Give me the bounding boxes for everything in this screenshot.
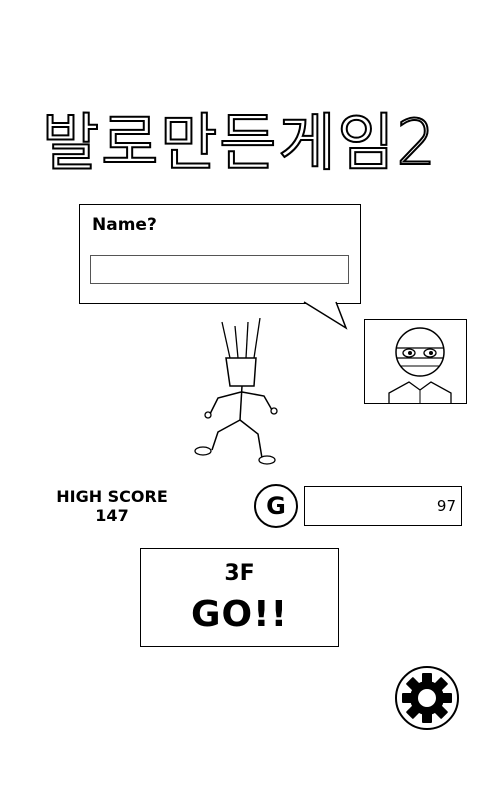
gold-amount: 97	[304, 486, 462, 526]
gear-icon	[395, 666, 459, 730]
go-floor-label: 3F	[224, 561, 255, 586]
gold-coin-icon: G	[254, 484, 298, 528]
name-speech-bubble: Name?	[79, 204, 361, 304]
name-input[interactable]	[90, 255, 349, 284]
go-label: GO!!	[191, 594, 288, 635]
name-prompt-label: Name?	[92, 215, 157, 235]
opponent-portrait	[364, 319, 467, 404]
high-score: HIGH SCORE 147	[42, 487, 182, 525]
ninja-face-icon	[388, 327, 452, 403]
high-score-label: HIGH SCORE	[56, 487, 168, 506]
go-button[interactable]: 3F GO!!	[140, 548, 339, 647]
speech-bubble-tail	[303, 300, 348, 330]
game-title: 발로만든게임2	[41, 105, 438, 180]
settings-button[interactable]	[394, 665, 460, 731]
high-score-value: 147	[95, 506, 129, 525]
stick-figure-character	[194, 318, 278, 465]
